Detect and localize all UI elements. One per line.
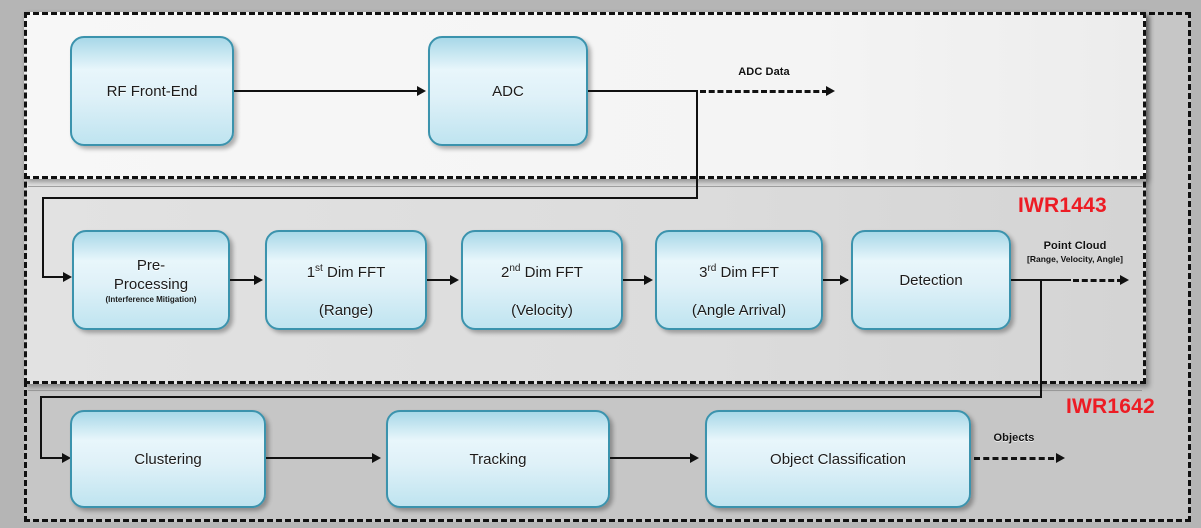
connector-objects-dashed bbox=[974, 457, 1054, 460]
chip-label-iwr1642: IWR1642 bbox=[1066, 395, 1155, 418]
block-third-dim-fft[interactable]: 3rd Dim FFT (Angle Arrival) bbox=[655, 230, 823, 330]
connector-adc-down bbox=[696, 90, 698, 198]
arrowhead-fft3-to-detection bbox=[840, 275, 849, 285]
block-clustering[interactable]: Clustering bbox=[70, 410, 266, 508]
block-subtitle: (Interference Mitigation) bbox=[105, 294, 197, 304]
label-point-cloud-text: Point Cloud bbox=[1043, 240, 1107, 252]
connector-down-to-clustering bbox=[40, 396, 42, 458]
label-objects-text: Objects bbox=[993, 432, 1035, 444]
arrowhead-into-clustering bbox=[62, 453, 71, 463]
block-title: 2nd Dim FFT (Velocity) bbox=[501, 263, 583, 319]
label-adc-data-text: ADC Data bbox=[738, 66, 790, 78]
arrowhead-into-preprocessing bbox=[63, 272, 72, 282]
fft-domain: (Angle Arrival) bbox=[691, 302, 787, 319]
block-object-classification[interactable]: Object Classification bbox=[705, 410, 971, 508]
arrowhead-pre-to-fft1 bbox=[254, 275, 263, 285]
connector-adc-out bbox=[588, 90, 698, 92]
arrowhead-point-cloud bbox=[1120, 275, 1129, 285]
label-objects: Objects bbox=[966, 428, 1062, 446]
label-point-cloud: Point Cloud [Range, Velocity, Angle] bbox=[1005, 236, 1145, 264]
arrowhead-clustering-to-tracking bbox=[372, 453, 381, 463]
block-tracking[interactable]: Tracking bbox=[386, 410, 610, 508]
block-title: Tracking bbox=[469, 450, 527, 468]
arrowhead-fft2-to-fft3 bbox=[644, 275, 653, 285]
label-point-cloud-sub: [Range, Velocity, Angle] bbox=[1027, 254, 1123, 264]
block-title: 1st Dim FFT (Range) bbox=[306, 263, 386, 319]
fft-ordinal-suffix: rd bbox=[707, 263, 717, 274]
connector-clustering-to-tracking bbox=[266, 457, 376, 459]
block-title: RF Front-End bbox=[106, 82, 198, 100]
arrowhead-adc-data bbox=[826, 86, 835, 96]
band-separator-bottom bbox=[28, 390, 1142, 391]
arrowhead-rf-to-adc bbox=[417, 86, 426, 96]
fft-order: 1 bbox=[306, 264, 316, 281]
connector-into-preprocessing bbox=[42, 276, 67, 278]
connector-detection-left bbox=[40, 396, 1042, 398]
connector-fft2-to-fft3 bbox=[623, 279, 650, 281]
arrowhead-fft1-to-fft2 bbox=[450, 275, 459, 285]
block-second-dim-fft[interactable]: 2nd Dim FFT (Velocity) bbox=[461, 230, 623, 330]
connector-point-cloud-dashed bbox=[1073, 279, 1123, 282]
block-title: 3rd Dim FFT (Angle Arrival) bbox=[691, 263, 787, 319]
block-detection[interactable]: Detection bbox=[851, 230, 1011, 330]
block-pre-processing[interactable]: Pre- Processing (Interference Mitigation… bbox=[72, 230, 230, 330]
block-adc[interactable]: ADC bbox=[428, 36, 588, 146]
fft-ordinal-suffix: st bbox=[315, 263, 323, 274]
connector-adc-left bbox=[42, 197, 698, 199]
connector-tracking-to-classification bbox=[610, 457, 692, 459]
block-title: ADC bbox=[492, 82, 524, 100]
fft-order: 3 bbox=[699, 264, 708, 281]
connector-rf-to-adc bbox=[234, 90, 419, 92]
chip-label-iwr1443: IWR1443 bbox=[1018, 194, 1107, 217]
connector-adc-down2 bbox=[42, 197, 44, 277]
connector-fft1-to-fft2 bbox=[427, 279, 455, 281]
block-title: Detection bbox=[899, 271, 963, 289]
connector-detection-down bbox=[1040, 279, 1042, 397]
connector-pre-to-fft1 bbox=[230, 279, 258, 281]
connector-adc-data-dashed bbox=[700, 90, 828, 93]
arrowhead-tracking-to-classification bbox=[690, 453, 699, 463]
block-title: Pre- Processing bbox=[113, 256, 189, 293]
fft-domain: (Velocity) bbox=[511, 302, 573, 319]
fft-order: 2 bbox=[501, 264, 510, 281]
connector-into-clustering bbox=[40, 457, 66, 459]
label-adc-data: ADC Data bbox=[700, 62, 828, 80]
connector-fft3-to-detection bbox=[823, 279, 848, 281]
band-separator-top bbox=[28, 186, 1142, 187]
arrowhead-objects bbox=[1056, 453, 1065, 463]
fft-ordinal-suffix: nd bbox=[509, 263, 521, 274]
block-title: Clustering bbox=[134, 450, 202, 468]
block-rf-front-end[interactable]: RF Front-End bbox=[70, 36, 234, 146]
fft-domain: (Range) bbox=[318, 302, 374, 319]
block-first-dim-fft[interactable]: 1st Dim FFT (Range) bbox=[265, 230, 427, 330]
block-title: Object Classification bbox=[770, 450, 906, 468]
